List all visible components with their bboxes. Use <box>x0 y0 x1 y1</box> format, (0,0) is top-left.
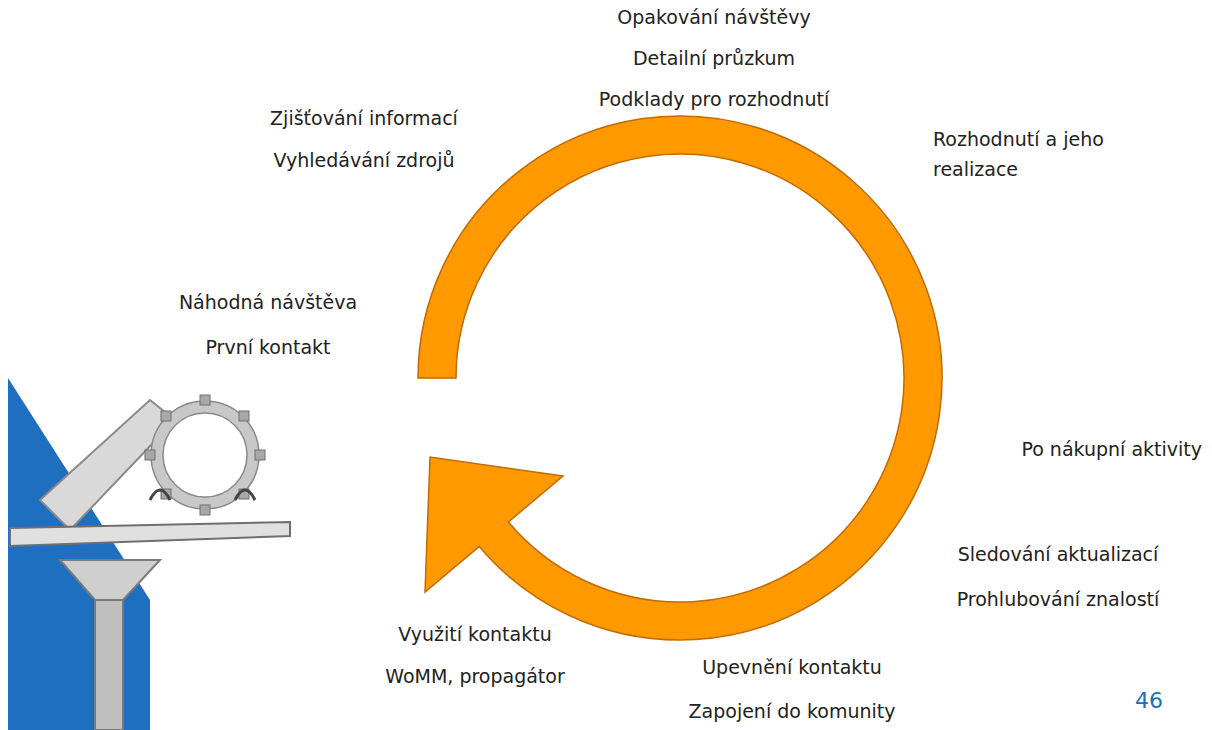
cycle-stage-label: Využití kontaktu <box>398 623 551 645</box>
cycle-stage-label: Rozhodnutí a jeho realizace <box>933 124 1138 184</box>
cycle-stage-label: Zjišťování informací <box>270 107 458 129</box>
machine-illustration <box>10 395 290 730</box>
cycle-stage-label: Detailní průzkum <box>633 47 795 69</box>
cycle-stage-label: Prohlubování znalostí <box>957 588 1160 610</box>
cycle-stage-label: Opakování návštěvy <box>617 6 810 28</box>
cycle-stage-label: Zapojení do komunity <box>689 700 896 722</box>
cycle-stage-label: Sledování aktualizací <box>958 543 1159 565</box>
cycle-stage-label: WoMM, propagátor <box>385 665 565 687</box>
cycle-stage-label: Vyhledávání zdrojů <box>273 149 454 171</box>
cycle-stage-label: Náhodná návštěva <box>179 291 357 313</box>
page-number: 46 <box>1135 688 1163 714</box>
cycle-stage-label: Podklady pro rozhodnutí <box>599 88 829 110</box>
cycle-stage-label: První kontakt <box>205 336 330 358</box>
cycle-arrow <box>418 116 942 640</box>
cycle-stage-label: Po nákupní aktivity <box>1021 438 1202 460</box>
cycle-stage-label: Upevnění kontaktu <box>702 656 882 678</box>
